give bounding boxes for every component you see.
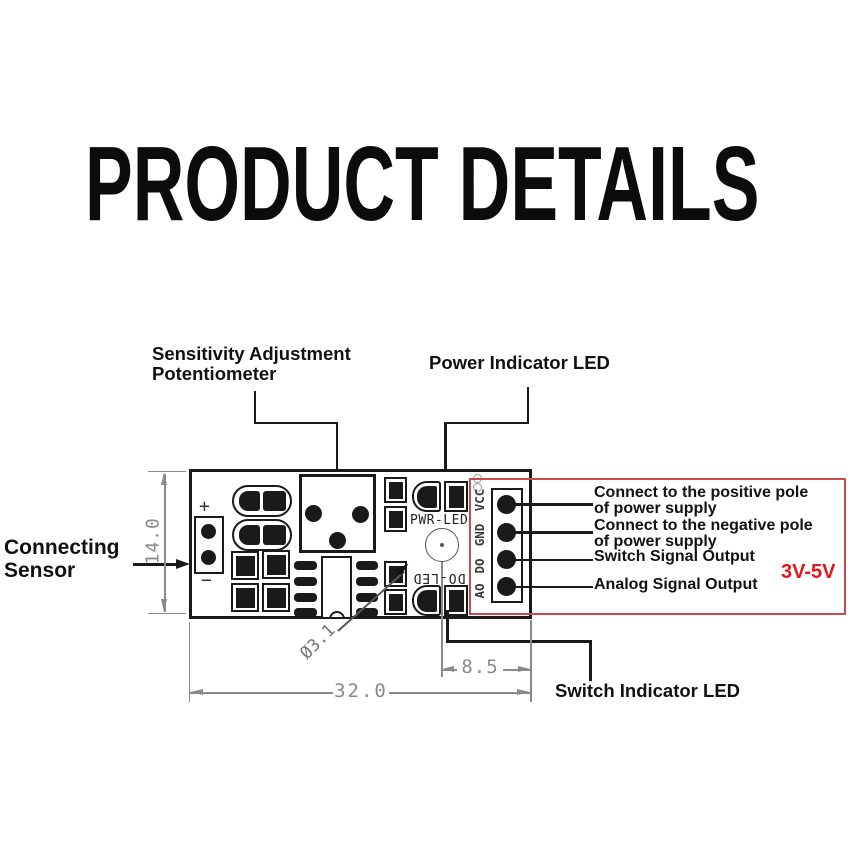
connecting-sensor-arrowhead [176, 559, 190, 569]
pin-annotation-red-box [469, 478, 846, 615]
dim-32-arrow-right [517, 689, 530, 695]
smd-pad [239, 525, 260, 545]
pwr-led-silkscreen-text: PWR-LED [410, 513, 469, 528]
sensitivity-leader-line [253, 391, 256, 423]
dim-32-arrow-left [190, 689, 203, 695]
smd-bar-pad [356, 608, 378, 617]
smd-bar-pad [294, 561, 317, 570]
sensor-connector-pin [201, 524, 216, 539]
potentiometer-pin [352, 506, 369, 523]
power-led-leader-line [444, 421, 529, 424]
dim-14-line [164, 474, 166, 612]
pin-ao [497, 577, 516, 596]
sensitivity-potentiometer-label: Sensitivity Adjustment Potentiometer [152, 344, 351, 383]
smd-pad [263, 525, 286, 545]
switch-led-center-dot [440, 543, 444, 547]
smd-pad-ring [231, 551, 259, 580]
dim-8-5-arrow-right [518, 666, 530, 672]
smd-pad-ring [384, 477, 407, 503]
annotation-ao: Analog Signal Output [594, 577, 758, 593]
annotation-gnd-line1: Connect to the negative pole [594, 517, 813, 534]
annotation-do: Switch Signal Output [594, 549, 755, 565]
connecting-sensor-line2: Sensor [4, 559, 76, 582]
via [473, 483, 482, 492]
switch-led-leader-line [446, 640, 592, 643]
power-led-leader-line [444, 421, 447, 482]
pin-wire [513, 585, 593, 588]
smd-pad-ring [384, 506, 407, 532]
led-diameter-value: Ø3.1 [296, 620, 340, 664]
potentiometer-pin [305, 505, 322, 522]
pwr-led-pad [412, 481, 441, 512]
pin-wire [513, 503, 593, 506]
smd-bar-pad [294, 593, 317, 602]
smd-pad [263, 491, 286, 511]
sensitivity-leader-line [253, 421, 338, 424]
dim-8-5-arrow-left [442, 666, 454, 672]
sensitivity-label-line2: Potentiometer [152, 362, 277, 384]
dim-14-value: 14.0 [142, 517, 164, 565]
pin-vcc [497, 495, 516, 514]
annotation-vcc: Connect to the positive pole of power su… [594, 485, 808, 516]
crystal-notch [328, 611, 345, 617]
switch-led-leader-line [446, 610, 449, 643]
pin-do [497, 550, 516, 569]
do-led-pad [412, 585, 441, 616]
smd-bar-pad [294, 577, 317, 586]
connecting-sensor-line1: Connecting [4, 536, 120, 559]
smd-bar-pad [356, 577, 378, 586]
connecting-sensor-label: Connecting Sensor [4, 536, 120, 582]
smd-pad-ring [262, 550, 290, 579]
dim-32-extension-right [530, 620, 532, 702]
plus-symbol: + [199, 496, 210, 517]
annotation-vcc-line1: Connect to the positive pole [594, 484, 809, 501]
dim-14-extension-tick [148, 470, 186, 472]
dim-32-value: 32.0 [333, 680, 389, 702]
dim-32-extension-left [188, 622, 190, 702]
pin-gnd [497, 523, 516, 542]
connecting-sensor-arrow-line [133, 563, 178, 566]
smd-pad-ring [384, 589, 407, 615]
annotation-gnd-line2: of power supply [594, 532, 717, 550]
sensitivity-leader-line [335, 421, 338, 478]
voltage-range: 3V-5V [781, 561, 836, 583]
smd-pad [239, 491, 260, 511]
annotation-ao-line1: Analog Signal Output [594, 576, 758, 593]
minus-symbol: − [201, 570, 212, 591]
annotation-do-line1: Switch Signal Output [594, 548, 755, 565]
pin-wire [513, 531, 593, 534]
do-led-silkscreen-text: DO-LED [412, 570, 466, 585]
page-title: PRODUCT DETAILS [85, 125, 760, 243]
smd-bar-pad [294, 608, 317, 617]
power-indicator-led-label: Power Indicator LED [429, 352, 610, 373]
crystal-footprint [321, 556, 352, 619]
potentiometer-pin [329, 532, 346, 549]
sensor-connector-pin [201, 550, 216, 565]
smd-bar-pad [356, 593, 378, 602]
smd-pad-ring [384, 561, 407, 587]
pwr-led-pad [444, 481, 468, 512]
dim-14-arrow-down [161, 599, 167, 612]
dim-8-5-value: 8.5 [457, 656, 503, 678]
pin-wire [513, 558, 593, 561]
dim-8-5-extension-left [441, 549, 443, 677]
annotation-gnd: Connect to the negative pole of power su… [594, 518, 813, 549]
smd-pad-ring [231, 583, 259, 612]
switch-led-leader-line [589, 640, 592, 681]
dim-14-arrow-up [161, 472, 167, 485]
sensitivity-label-line1: Sensitivity Adjustment [152, 343, 351, 364]
smd-pad-ring [262, 583, 290, 612]
dim-14-extension-tick [148, 612, 186, 614]
switch-indicator-led-label: Switch Indicator LED [555, 680, 741, 701]
power-led-leader-line [526, 387, 529, 424]
smd-bar-pad [356, 561, 378, 570]
annotation-vcc-line2: of power supply [594, 499, 717, 517]
